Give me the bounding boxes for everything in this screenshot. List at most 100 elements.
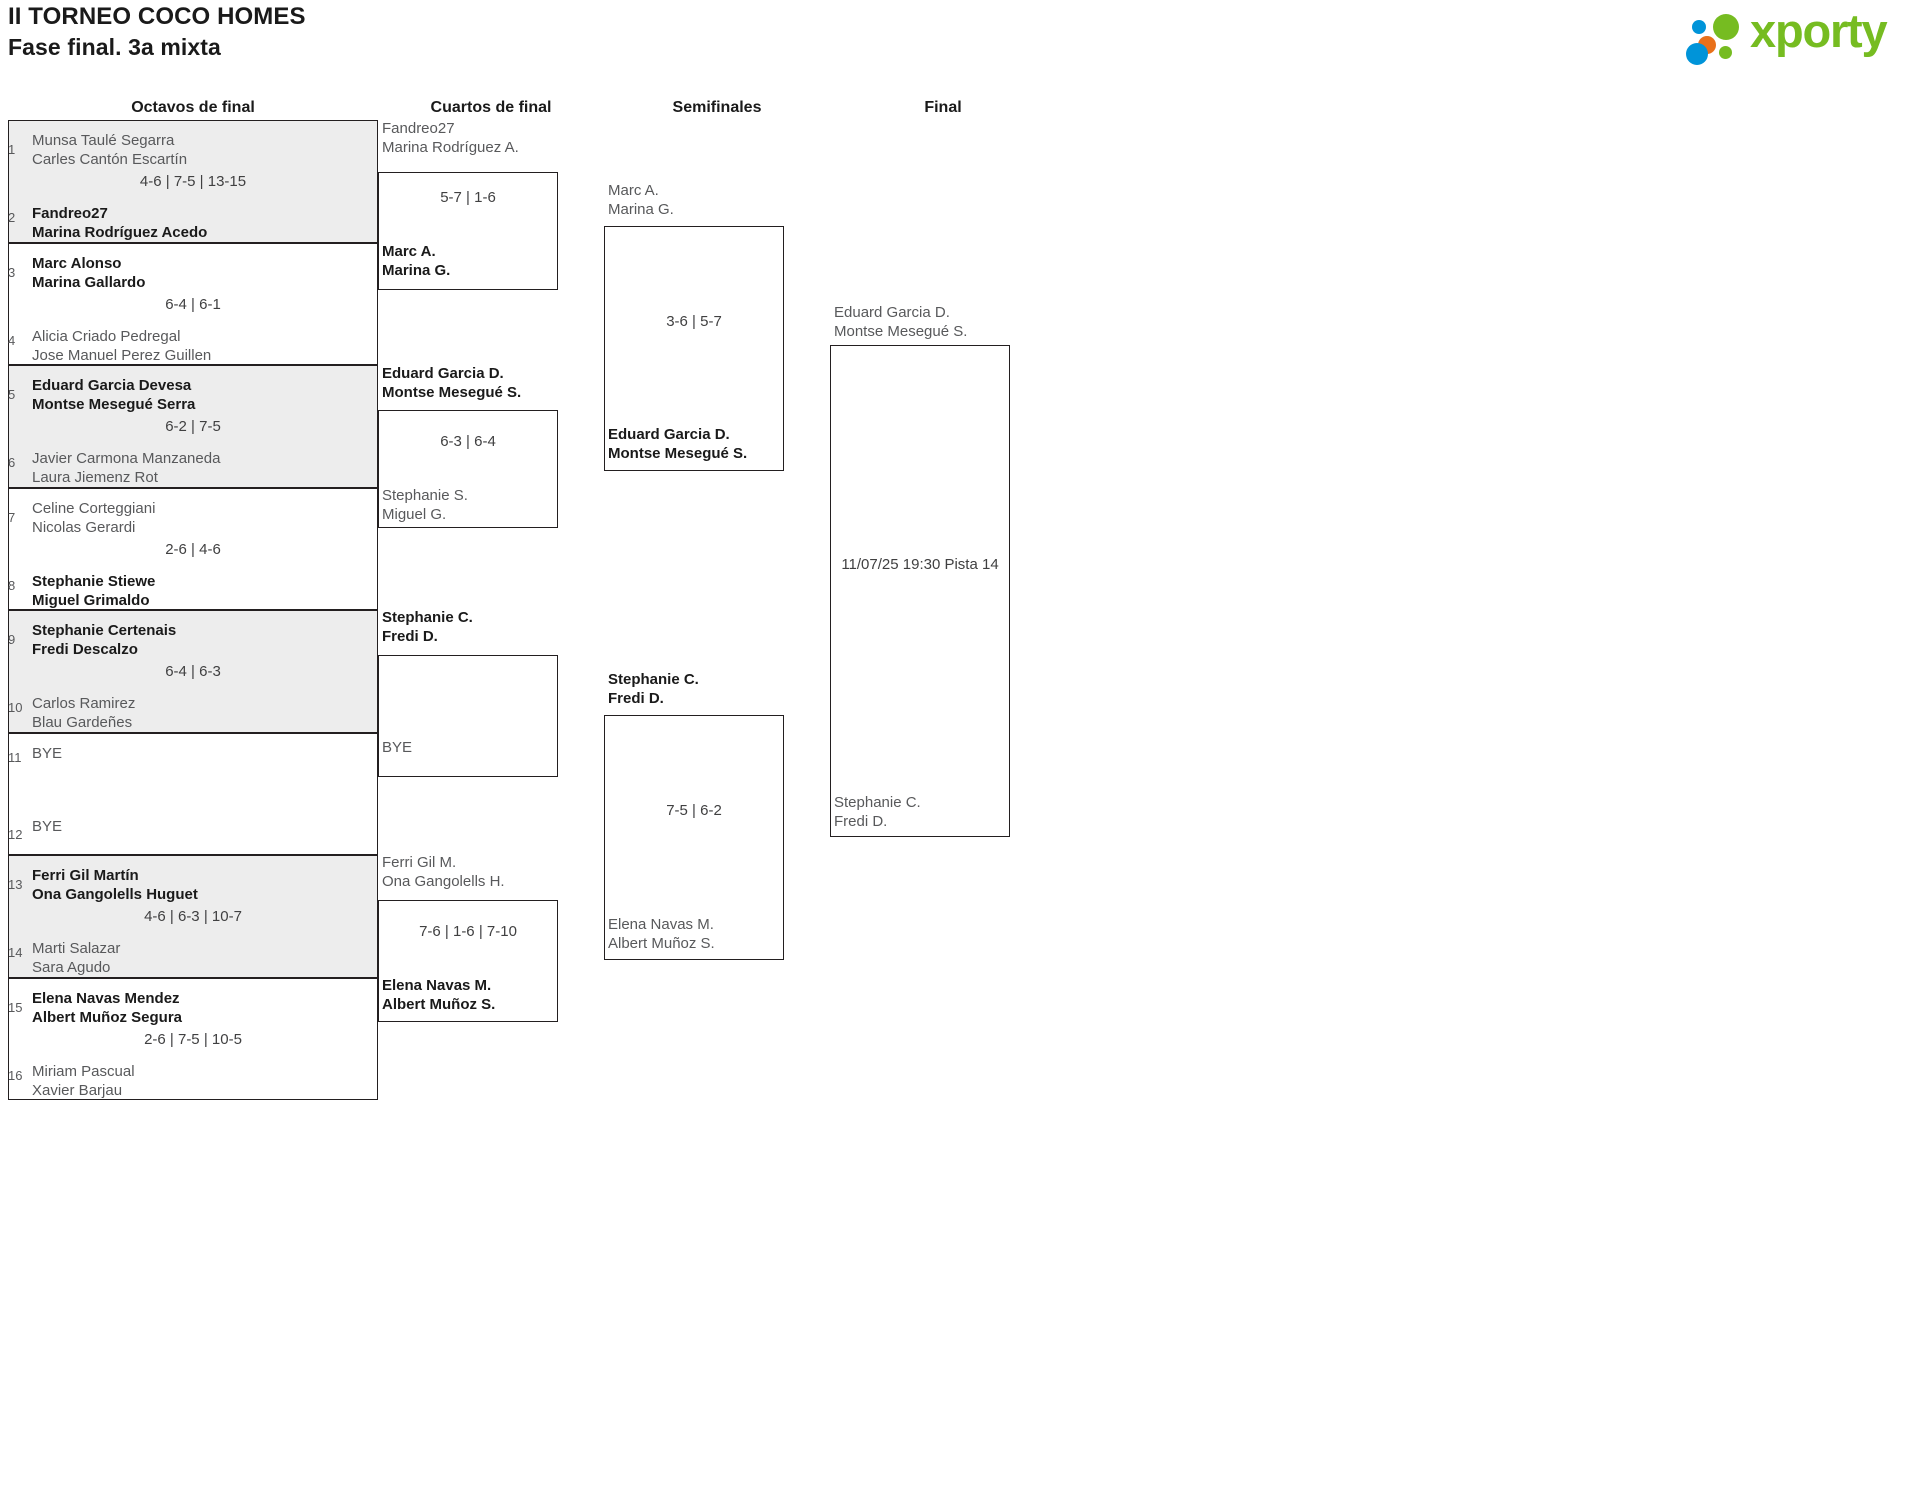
competitor-sf-1-top[interactable]: Marc A. Marina G.: [608, 181, 780, 219]
match-box-sf-1[interactable]: [604, 226, 784, 471]
competitor-qf-3-bottom[interactable]: BYE: [382, 738, 554, 757]
phase-subtitle: Fase final. 3a mixta: [8, 34, 221, 60]
competitor-qf-4-top[interactable]: Ferri Gil M. Ona Gangolells H.: [382, 853, 554, 891]
match-box-r16-2[interactable]: [8, 242, 378, 365]
match-box-r16-3[interactable]: [8, 365, 378, 488]
competitor-final-top-line-1: Eduard Garcia D.: [834, 304, 950, 321]
competitor-r16-1-bottom-line-1: Fandreo27: [32, 205, 108, 222]
title-block: II TORNEO COCO HOMES Fase final. 3a mixt…: [8, 2, 306, 62]
competitor-r16-8-bottom-line-1: Miriam Pascual: [32, 1062, 135, 1080]
competitor-qf-3-top[interactable]: Stephanie C.Fredi D.: [382, 608, 554, 646]
competitor-qf-4-bottom[interactable]: Elena Navas M. Albert Muñoz S.: [382, 976, 554, 1014]
competitor-qf-1-bottom-line-1: Marc A.: [382, 243, 436, 260]
seed-number-8: 8: [8, 577, 16, 593]
competitor-sf-2-top[interactable]: Stephanie C.Fredi D.: [608, 670, 780, 708]
seed-number-10: 10: [8, 700, 23, 715]
score-qf-4: 7-6 | 1-6 | 7-10: [419, 923, 517, 940]
seed-number-3: 3: [8, 264, 16, 280]
seed-number-14: 14: [8, 945, 23, 960]
competitor-r16-7-top-line-2: Ona Gangolells Huguet: [32, 886, 198, 903]
competitor-r16-2-bottom-line-2: Jose Manuel Perez Guillen: [32, 346, 212, 364]
match-box-sf-2[interactable]: [604, 715, 784, 960]
score-r16-2: 6-4 | 6-1: [165, 295, 221, 313]
competitor-final-bottom[interactable]: Stephanie C.Fredi D.: [834, 793, 1006, 831]
competitor-qf-1-top-line-1: Fandreo27: [382, 120, 455, 137]
competitor-r16-3-top-line-1: Eduard Garcia Devesa: [32, 377, 192, 394]
match-box-r16-8[interactable]: [8, 977, 378, 1100]
competitor-r16-6-bottom[interactable]: BYE: [32, 817, 362, 836]
match-box-qf-1[interactable]: [378, 172, 558, 290]
competitor-r16-4-top-line-1: Celine Corteggiani: [32, 499, 156, 517]
xporty-logo: xporty: [1686, 4, 1912, 65]
competitor-qf-4-bottom-line-2: Albert Muñoz S.: [382, 996, 496, 1013]
competitor-r16-5-top-line-1: Stephanie Certenais: [32, 622, 177, 639]
competitor-qf-4-top-line-1: Ferri Gil M.: [382, 854, 457, 871]
match-box-r16-7[interactable]: [8, 855, 378, 978]
competitor-r16-6-bottom-line-1: BYE: [32, 817, 63, 835]
competitor-r16-7-bottom-line-2: Sara Agudo: [32, 959, 111, 976]
match-box-final[interactable]: [830, 345, 1010, 837]
competitor-sf-1-bottom[interactable]: Eduard Garcia D. Montse Mesegué S.: [608, 425, 780, 463]
match-box-qf-4[interactable]: [378, 900, 558, 1022]
match-box-r16-4[interactable]: [8, 487, 378, 610]
match-box-r16-1[interactable]: [8, 120, 378, 243]
competitor-qf-1-bottom-line-2: Marina G.: [382, 262, 451, 279]
competitor-sf-2-bottom[interactable]: Elena Navas M. Albert Muñoz S.: [608, 915, 780, 953]
competitor-r16-8-top-line-1: Elena Navas Mendez: [32, 989, 180, 1007]
competitor-r16-3-top-line-2: Montse Mesegué Serra: [32, 396, 196, 413]
seed-number-13: 13: [8, 877, 23, 892]
competitor-r16-1-top-line-1: Munsa Taulé Segarra: [32, 132, 175, 149]
competitor-qf-1-bottom[interactable]: Marc A. Marina G.: [382, 242, 554, 280]
competitor-r16-7-top-line-1: Ferri Gil Martín: [32, 867, 139, 884]
match-box-qf-3[interactable]: [378, 655, 558, 777]
competitor-sf-2-bottom-line-2: Albert Muñoz S.: [608, 935, 715, 952]
competitor-qf-3-bottom-line-1: BYE: [382, 739, 413, 756]
logo-wordmark: xporty: [1750, 4, 1888, 57]
seed-number-5: 5: [8, 387, 16, 402]
competitor-sf-2-bottom-line-1: Elena Navas M.: [608, 916, 714, 933]
competitor-r16-2-top-line-2: Marina Gallardo: [32, 273, 146, 291]
score-qf-2: 6-3 | 6-4: [440, 433, 496, 450]
competitor-r16-2-bottom-line-1: Alicia Criado Pedregal: [32, 327, 181, 345]
competitor-r16-3-bottom-line-1: Javier Carmona Manzaneda: [32, 450, 221, 467]
competitor-r16-3-bottom-line-2: Laura Jiemenz Rot: [32, 469, 158, 486]
competitor-sf-1-bottom-line-1: Eduard Garcia D.: [608, 426, 730, 443]
competitor-final-top[interactable]: Eduard Garcia D.Montse Mesegué S.: [834, 303, 1006, 341]
seed-number-15: 15: [8, 999, 23, 1015]
seed-number-2: 2: [8, 210, 16, 225]
competitor-sf-1-top-line-1: Marc A.: [608, 182, 659, 199]
competitor-final-bottom-line-1: Stephanie C.: [834, 794, 921, 811]
competitor-r16-6-top[interactable]: BYE: [32, 744, 362, 763]
score-r16-7: 4-6 | 6-3 | 10-7: [144, 908, 242, 925]
competitor-qf-2-top[interactable]: Eduard Garcia D.Montse Mesegué S.: [382, 364, 554, 402]
round-heading-semi-finals: Semifinales: [672, 99, 762, 116]
competitor-sf-1-bottom-line-2: Montse Mesegué S.: [608, 445, 748, 462]
match-box-qf-2[interactable]: [378, 410, 558, 528]
seed-number-1: 1: [8, 142, 16, 157]
competitor-r16-2-top-line-1: Marc Alonso: [32, 254, 122, 272]
competitor-qf-4-top-line-2: Ona Gangolells H.: [382, 873, 505, 890]
match-box-r16-6[interactable]: [8, 732, 378, 855]
competitor-r16-5-top-line-2: Fredi Descalzo: [32, 641, 138, 658]
competitor-qf-4-bottom-line-1: Elena Navas M.: [382, 977, 492, 994]
match-box-r16-5[interactable]: [8, 610, 378, 733]
score-qf-1: 5-7 | 1-6: [440, 189, 496, 206]
score-r16-8: 2-6 | 7-5 | 10-5: [144, 1030, 242, 1048]
competitor-qf-2-bottom[interactable]: Stephanie S.Miguel G.: [382, 486, 554, 524]
competitor-sf-1-top-line-2: Marina G.: [608, 201, 674, 218]
